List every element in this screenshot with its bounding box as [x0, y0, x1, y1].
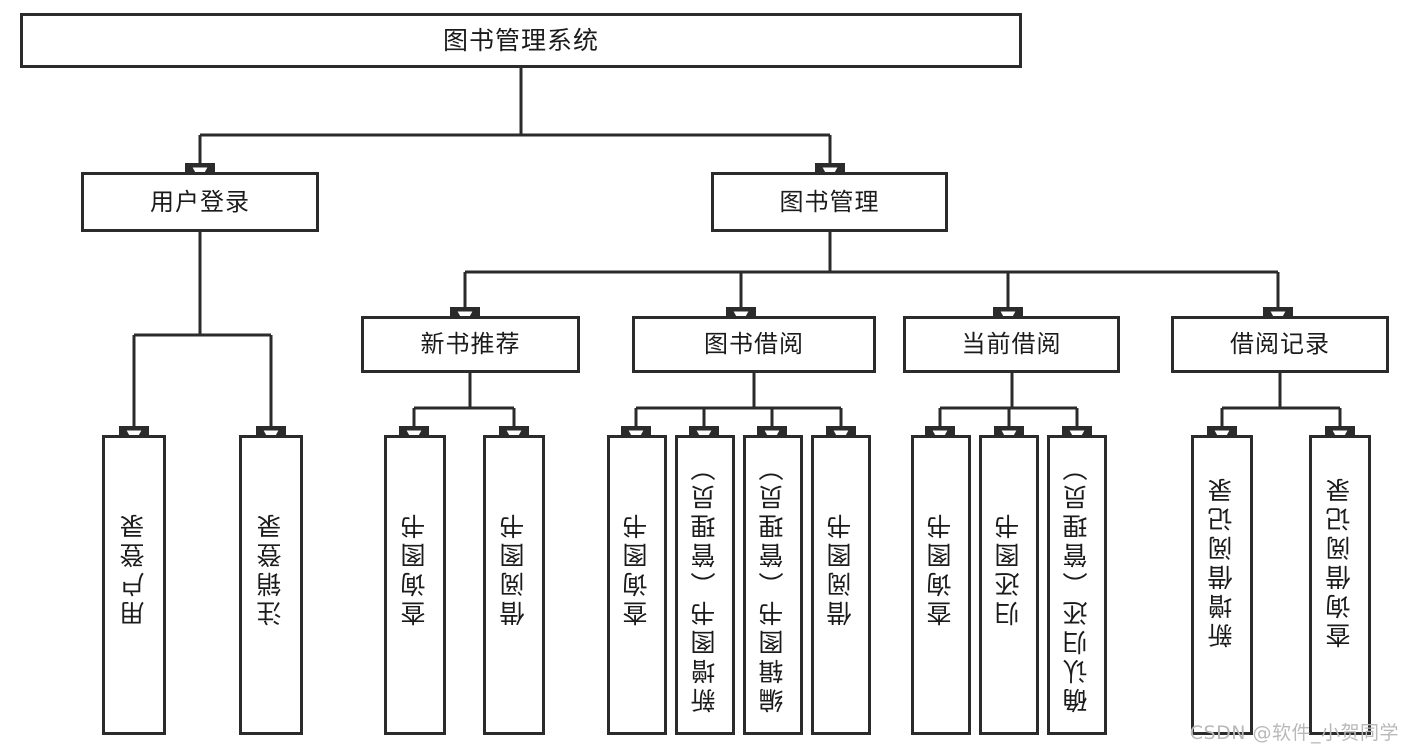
leaf-new-book-borrow[interactable]: 借阅图书	[483, 435, 545, 735]
leaf-new-book-query-label: 查询图书	[399, 510, 429, 626]
leaf-user-login-login[interactable]: 用户登录	[102, 435, 166, 735]
node-book-borrow[interactable]: 图书借阅	[632, 316, 876, 373]
leaf-book-borrow-query[interactable]: 查询图书	[607, 435, 667, 735]
leaf-user-login-logout-label: 注销登录	[255, 510, 285, 626]
leaf-new-book-borrow-label: 借阅图书	[498, 510, 528, 626]
leaf-book-borrow-edit[interactable]: 编辑图书（管理员）	[743, 435, 803, 735]
leaf-book-borrow-add-label: 新增图书（管理员）	[689, 452, 719, 713]
csdn-watermark: CSDN @软件_小贺同学	[1189, 722, 1399, 744]
leaf-current-borrow-confirm-return-label: 确认归还（管理员）	[1061, 452, 1091, 713]
node-user-login-label: 用户登录	[150, 187, 250, 216]
node-new-book-recommend[interactable]: 新书推荐	[361, 316, 580, 373]
node-new-book-recommend-label: 新书推荐	[420, 330, 521, 359]
node-current-borrow-label: 当前借阅	[961, 330, 1062, 359]
leaf-current-borrow-query[interactable]: 查询图书	[911, 435, 971, 735]
leaf-current-borrow-return-label: 归还图书	[993, 510, 1023, 626]
leaf-borrow-record-add[interactable]: 新增借阅记录	[1191, 435, 1253, 735]
node-current-borrow[interactable]: 当前借阅	[903, 316, 1120, 373]
leaf-current-borrow-query-label: 查询图书	[925, 510, 955, 626]
leaf-book-borrow-borrow[interactable]: 借阅图书	[811, 435, 871, 735]
leaf-user-login-logout[interactable]: 注销登录	[239, 435, 303, 735]
leaf-book-borrow-query-label: 查询图书	[621, 510, 651, 626]
leaf-current-borrow-confirm-return[interactable]: 确认归还（管理员）	[1047, 435, 1107, 735]
leaf-book-borrow-add[interactable]: 新增图书（管理员）	[675, 435, 735, 735]
leaf-borrow-record-query[interactable]: 查询借阅记录	[1309, 435, 1371, 735]
leaf-new-book-query[interactable]: 查询图书	[384, 435, 446, 735]
leaf-user-login-login-label: 用户登录	[118, 510, 148, 626]
node-book-management-label: 图书管理	[779, 187, 880, 216]
leaf-book-borrow-edit-label: 编辑图书（管理员）	[757, 452, 787, 713]
node-user-login[interactable]: 用户登录	[81, 172, 319, 232]
leaf-current-borrow-return[interactable]: 归还图书	[979, 435, 1039, 735]
node-book-management[interactable]: 图书管理	[711, 172, 948, 232]
leaf-borrow-record-add-label: 新增借阅记录	[1206, 474, 1236, 648]
node-book-borrow-label: 图书借阅	[704, 330, 804, 359]
leaf-borrow-record-query-label: 查询借阅记录	[1324, 474, 1354, 648]
node-root-system-label: 图书管理系统	[442, 25, 599, 55]
leaf-book-borrow-borrow-label: 借阅图书	[825, 510, 855, 626]
node-borrow-record-label: 借阅记录	[1230, 330, 1330, 359]
node-borrow-record[interactable]: 借阅记录	[1171, 316, 1389, 373]
node-root-system[interactable]: 图书管理系统	[20, 13, 1022, 68]
